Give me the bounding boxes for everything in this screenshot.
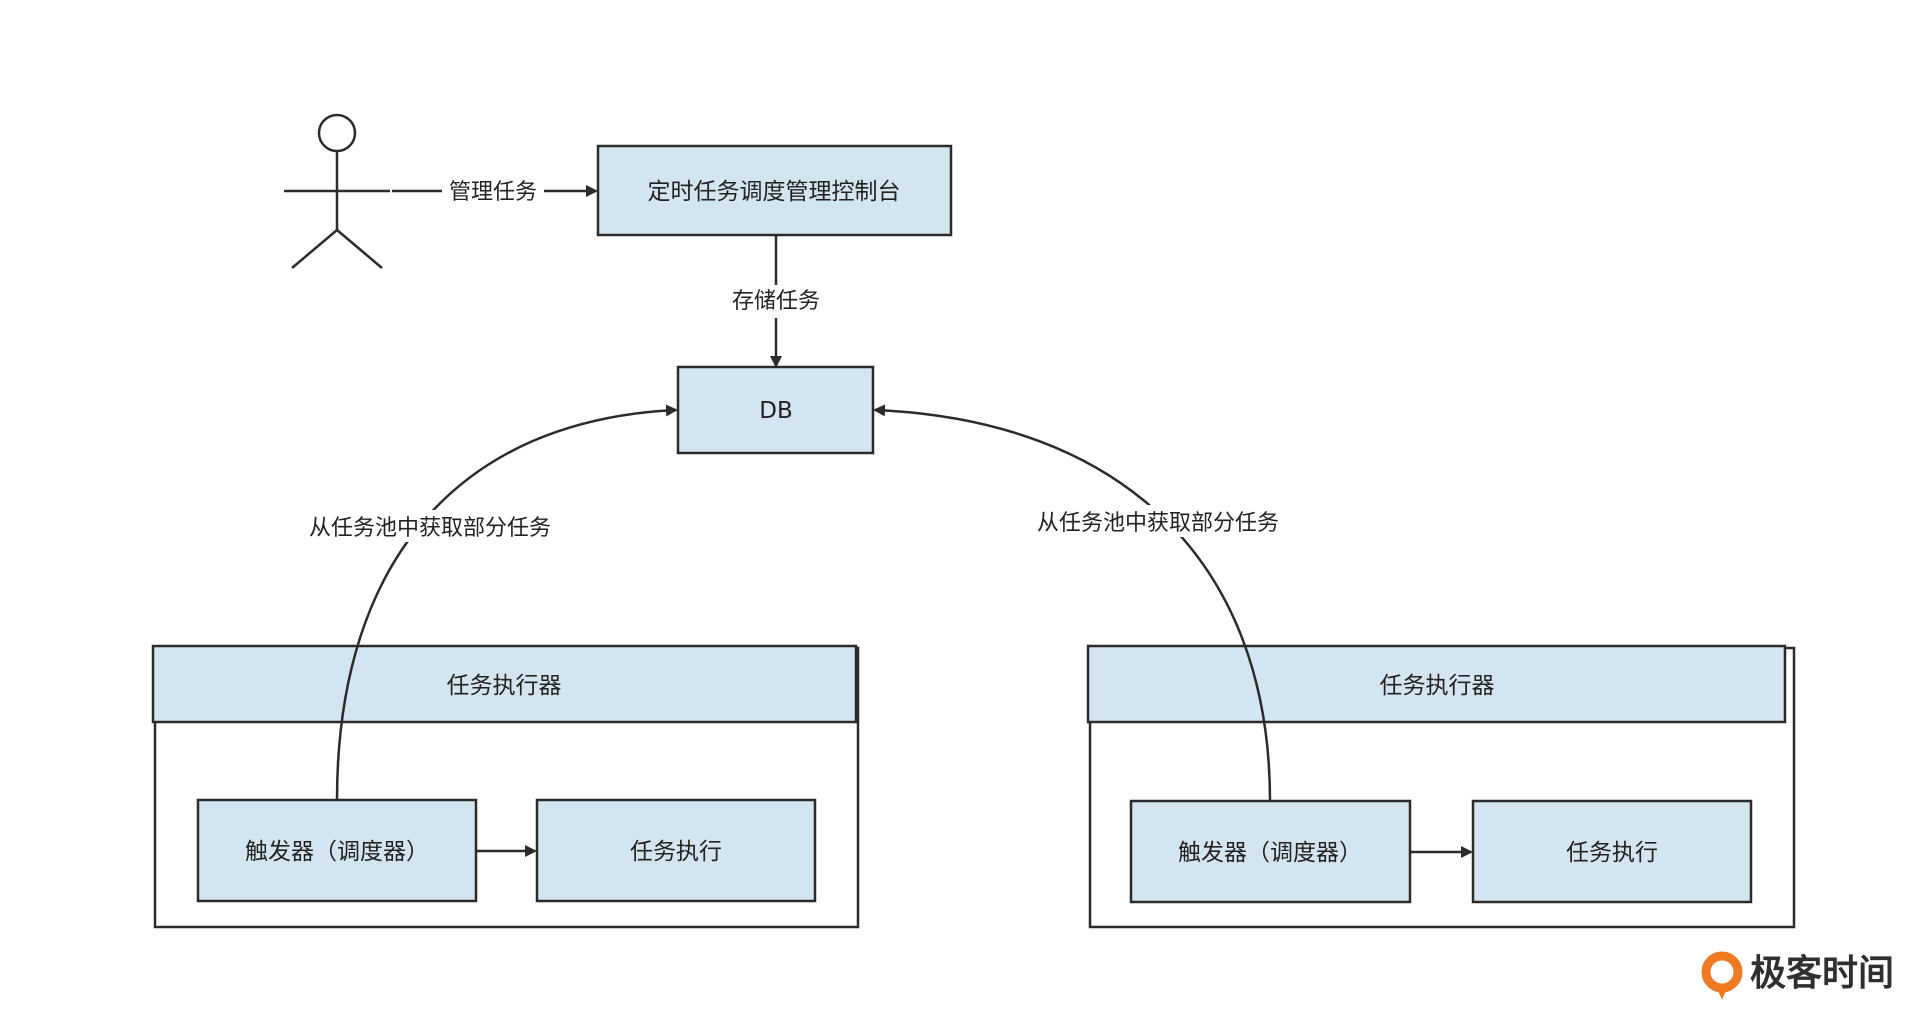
brand-logo-text: 极客时间 (1750, 953, 1894, 994)
db-label: DB (759, 398, 793, 424)
edge-store-tasks: 存储任务 (732, 235, 820, 368)
db-node: DB (676, 365, 875, 455)
executor-right-title: 任务执行器 (1380, 673, 1495, 699)
edge-manage-tasks: 管理任务 (392, 180, 598, 205)
executor-left-container: 任务执行器 触发器（调度器） 任务执行 (151, 644, 860, 929)
user-actor-icon (284, 113, 390, 269)
edge-label-manage: 管理任务 (449, 180, 537, 205)
executor-left-run: 任务执行 (630, 839, 722, 865)
console-node: 定时任务调度管理控制台 (596, 144, 953, 237)
edge-fetch-right: 从任务池中获取部分任务 (873, 404, 1279, 802)
executor-left-trigger: 触发器（调度器） (245, 839, 429, 865)
edge-label-fetch-left: 从任务池中获取部分任务 (309, 516, 551, 541)
edge-fetch-left: 从任务池中获取部分任务 (309, 404, 678, 801)
brand-logo: 极客时间 (1701, 951, 1894, 1000)
console-label: 定时任务调度管理控制台 (648, 179, 901, 205)
executor-right-trigger: 触发器（调度器） (1178, 840, 1362, 866)
executor-left-title: 任务执行器 (447, 673, 562, 699)
edge-label-store: 存储任务 (732, 289, 820, 314)
executor-right-run: 任务执行 (1566, 840, 1658, 866)
executor-right-container: 任务执行器 触发器（调度器） 任务执行 (1086, 644, 1796, 929)
brand-logo-icon (1701, 951, 1743, 1000)
edge-label-fetch-right: 从任务池中获取部分任务 (1037, 511, 1279, 536)
